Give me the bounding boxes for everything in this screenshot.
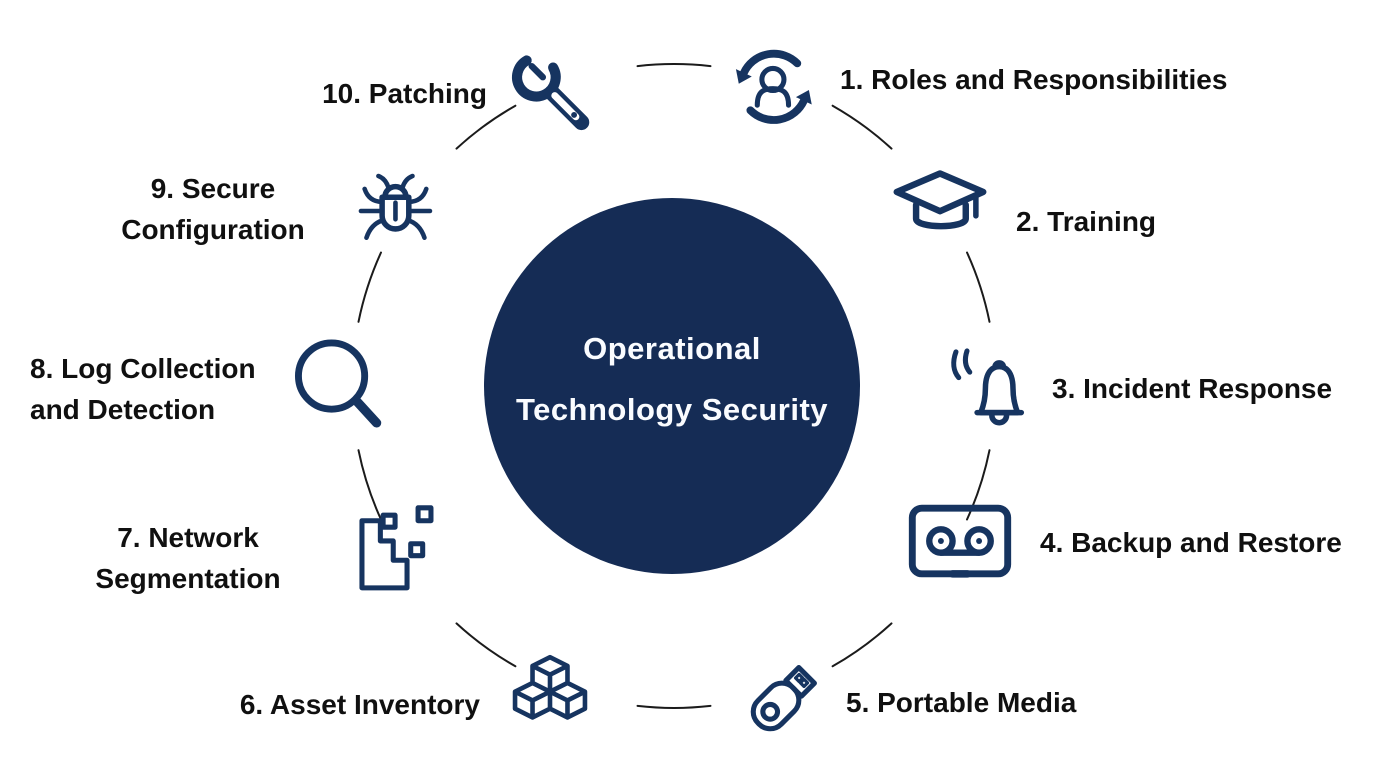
- item-3-label: 3. Incident Response: [1052, 373, 1333, 404]
- item-9-label: 9. Secure Configuration: [121, 173, 305, 245]
- item-5-label: 5. Portable Media: [846, 687, 1077, 718]
- bug-icon: [349, 165, 441, 257]
- item-7-label: 7. Network Segmentation: [95, 522, 281, 594]
- cassette-tape-icon: [907, 488, 1013, 594]
- item-10-label: 10. Patching: [322, 78, 487, 109]
- cubes-icon: [504, 648, 596, 740]
- usb-drive-icon: [732, 658, 824, 750]
- graduation-cap-icon: [893, 168, 987, 260]
- center-title-line2: Technology Security: [515, 391, 829, 427]
- item-1-label: 1. Roles and Responsibilities: [840, 64, 1228, 95]
- center-circle: Operational Technology Security: [484, 198, 860, 574]
- item-4-label: 4. Backup and Restore: [1040, 527, 1342, 558]
- item-6-label: 6. Asset Inventory: [239, 689, 480, 720]
- center-title-line1: Operational: [583, 330, 761, 366]
- magnifier-icon: [292, 339, 384, 434]
- alarm-bell-icon: [944, 339, 1036, 431]
- item-2-label: 2. Training: [1016, 206, 1157, 237]
- segmentation-icon: [350, 505, 442, 598]
- item-8-label: 8. Log Collection and Detection: [30, 353, 256, 425]
- wrench-icon: [506, 45, 598, 137]
- user-cycle-icon: [726, 39, 818, 131]
